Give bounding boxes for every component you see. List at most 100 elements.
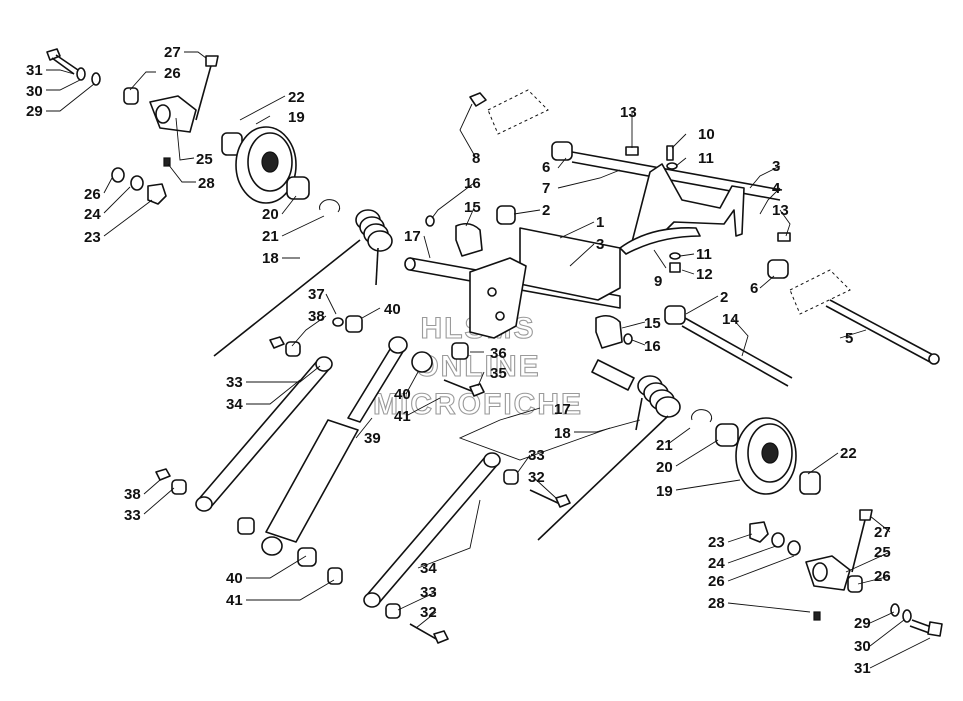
callout-6: 6 <box>750 280 758 297</box>
callout-21: 21 <box>656 437 673 454</box>
bushing-40-upper <box>345 315 363 333</box>
torsion-spring-18-right <box>537 375 681 541</box>
washer-30-right <box>902 609 912 623</box>
callout-30: 30 <box>854 638 871 655</box>
bolt-27-left <box>195 61 213 121</box>
washer-11-lower <box>669 252 681 260</box>
lower-tube-17 <box>591 359 635 391</box>
idler-wheel-19-right-hub <box>761 442 779 464</box>
bolt-32-right <box>529 489 561 505</box>
callout-32: 32 <box>420 604 437 621</box>
callout-16: 16 <box>644 338 661 355</box>
callout-35: 35 <box>490 365 507 382</box>
arm-pivot-plate <box>469 257 527 339</box>
callout-15: 15 <box>464 199 481 216</box>
sleeve-33-right <box>503 469 519 485</box>
callout-labels: 31 30 29 27 26 22 19 25 28 26 24 23 20 2… <box>26 44 891 677</box>
sleeve-33-bottom <box>385 603 401 619</box>
upper-left-bolt <box>46 48 79 75</box>
sleeve-33-upper <box>285 341 301 357</box>
bolt-35 <box>443 379 475 393</box>
bushing-6-lower <box>767 259 789 279</box>
callout-29: 29 <box>26 103 43 120</box>
nut-38-upper <box>269 336 285 349</box>
callout-28: 28 <box>708 595 725 612</box>
callout-40: 40 <box>394 386 411 403</box>
callout-9: 9 <box>654 273 662 290</box>
callout-31: 31 <box>854 660 871 677</box>
callout-27: 27 <box>874 524 891 541</box>
frame-rail-fragment-lower <box>789 269 851 315</box>
bracket-3-strap <box>619 227 701 255</box>
callout-19: 19 <box>656 483 673 500</box>
callout-25: 25 <box>196 151 213 168</box>
callout-21: 21 <box>262 228 279 245</box>
clip-16-lower <box>623 333 633 345</box>
callout-11: 11 <box>696 246 712 263</box>
link-arm-34-right <box>363 452 501 608</box>
cap-23-left <box>147 183 167 205</box>
idler-wheel-19-left-hub <box>261 151 279 173</box>
bolt-27-right-head <box>859 509 873 521</box>
shaft-5-edge <box>825 305 931 363</box>
bearing-20-left <box>286 176 310 200</box>
shock-absorber-39 <box>261 336 408 556</box>
sleeve-41-lower <box>327 567 343 585</box>
callout-40: 40 <box>384 301 401 318</box>
callout-17: 17 <box>404 228 421 245</box>
washer-26-right <box>787 540 801 556</box>
callout-20: 20 <box>262 206 279 223</box>
bolt-32-right-head <box>555 494 571 508</box>
callout-14: 14 <box>722 311 739 328</box>
callout-23: 23 <box>708 534 725 551</box>
sleeve-36 <box>451 342 469 360</box>
callout-34: 34 <box>420 560 437 577</box>
callout-34: 34 <box>226 396 243 413</box>
bolt-10 <box>666 145 674 161</box>
bushing-2-lower <box>664 305 686 325</box>
watermark-line-2: ONLINE <box>415 350 540 383</box>
washer-29-left <box>91 72 101 86</box>
slide-block-15-upper <box>455 222 483 257</box>
callout-33: 33 <box>226 374 243 391</box>
bolt-27-left-head <box>205 55 219 67</box>
callout-26: 26 <box>84 186 101 203</box>
callout-16: 16 <box>464 175 481 192</box>
callout-41: 41 <box>226 592 243 609</box>
callout-19: 19 <box>288 109 305 126</box>
bushing-26-lower-right <box>847 575 863 593</box>
callout-10: 10 <box>698 126 715 143</box>
callout-38: 38 <box>124 486 141 503</box>
callout-26: 26 <box>164 65 181 82</box>
callout-25: 25 <box>874 544 891 561</box>
slide-block-15-lower <box>595 314 623 349</box>
callout-12: 12 <box>696 266 713 283</box>
callout-26: 26 <box>874 568 891 585</box>
shaft-14-edge <box>681 325 789 387</box>
callout-1: 1 <box>596 214 604 231</box>
callout-3: 3 <box>772 158 780 175</box>
leader-lines <box>46 51 931 669</box>
shaft-5-end <box>928 353 940 365</box>
shaft-7 <box>571 151 783 191</box>
bolt-27-right <box>851 515 867 573</box>
callout-27: 27 <box>164 44 181 61</box>
washer-24-left <box>130 175 144 191</box>
shaft-14 <box>684 317 793 379</box>
washer-30-left <box>76 67 86 81</box>
bushing-26-upper-left <box>123 87 139 105</box>
cap-37 <box>332 317 344 327</box>
callout-33: 33 <box>124 507 141 524</box>
callout-13: 13 <box>772 202 789 219</box>
callout-23: 23 <box>84 229 101 246</box>
setscrew-28-right <box>813 611 821 621</box>
callout-36: 36 <box>490 345 507 362</box>
callout-5: 5 <box>845 330 853 347</box>
callout-6: 6 <box>542 159 550 176</box>
cross-shaft-17-end <box>404 257 416 271</box>
callout-7: 7 <box>542 180 550 197</box>
washer-11-upper <box>666 162 678 170</box>
callout-41: 41 <box>394 408 411 425</box>
callout-2: 2 <box>542 202 550 219</box>
